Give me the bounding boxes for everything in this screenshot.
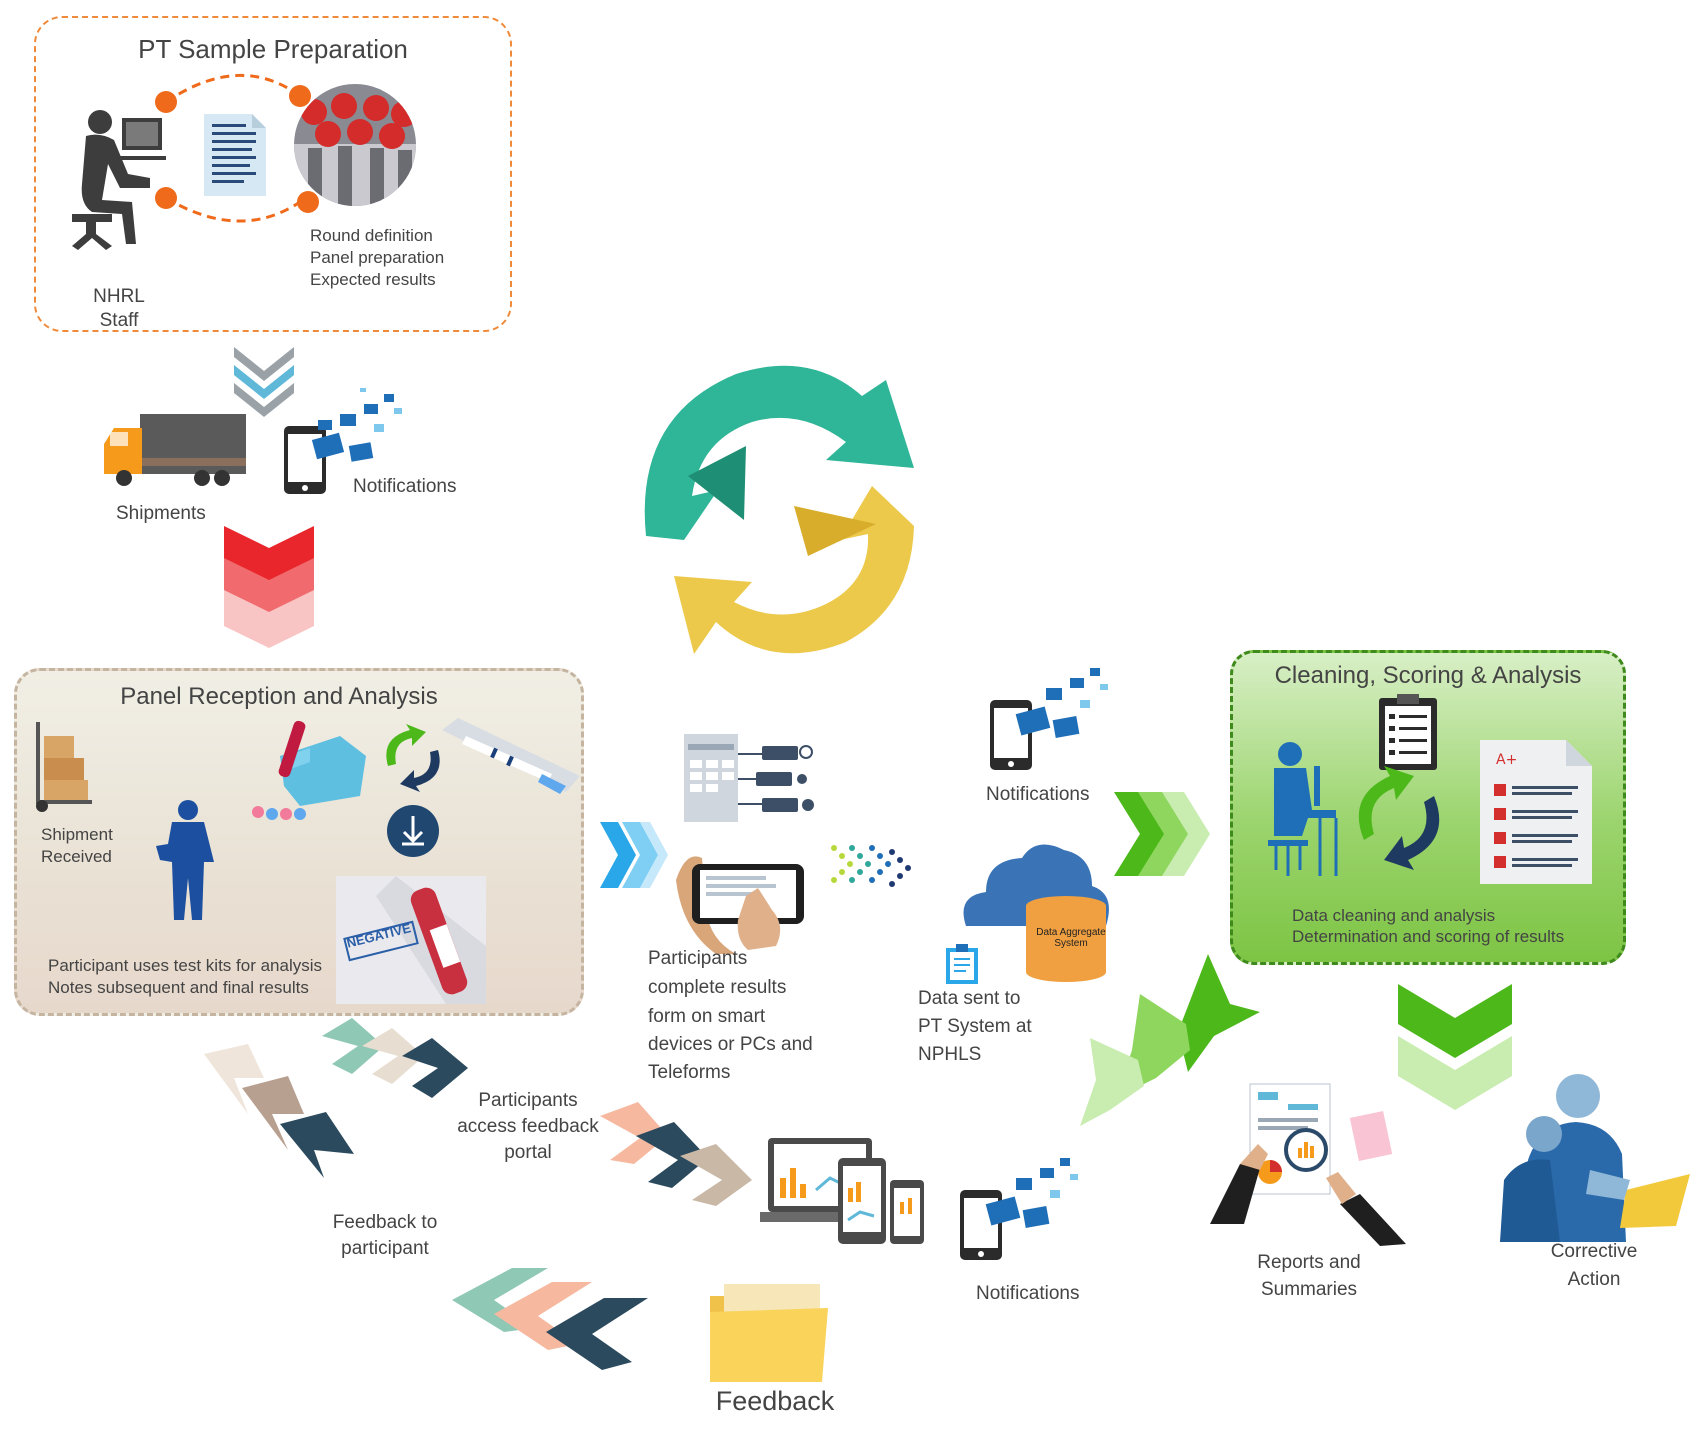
participants-complete-1: Participants xyxy=(648,948,748,969)
shipment-received-label-1: Shipment xyxy=(41,825,113,844)
chevron-down-red-icon xyxy=(224,526,314,648)
document-icon xyxy=(204,114,266,196)
participant-uses-label: Participant uses test kits for analysis xyxy=(48,956,323,975)
chevron-right-green-icon xyxy=(1114,792,1210,876)
participants-complete-4: devices or PCs and xyxy=(648,1034,813,1055)
phone-notifications-icon-3 xyxy=(960,1158,1078,1260)
data-sent-1: Data sent to xyxy=(918,988,1021,1009)
phone-notifications-icon xyxy=(284,388,402,494)
chevron-right-blue-icon xyxy=(600,822,668,888)
blood-tubes-icon xyxy=(294,84,416,206)
data-sent-3: NPHLS xyxy=(918,1044,982,1065)
cloud-database-icon xyxy=(963,844,1109,982)
recycle-icon xyxy=(1358,766,1440,870)
data-sent-2: PT System at xyxy=(918,1016,1032,1037)
shipments-label: Shipments xyxy=(116,503,206,524)
checklist-clipboard-icon xyxy=(1379,694,1437,770)
participants-complete-5: Teleforms xyxy=(648,1062,731,1083)
hand-truck-boxes-icon xyxy=(36,722,92,812)
cleaning-title: Cleaning, Scoring & Analysis xyxy=(1274,662,1582,689)
dotted-arrows-icon xyxy=(831,845,911,887)
lab-technician-icon xyxy=(156,800,214,920)
feedback-folder-label: Feedback xyxy=(715,1386,835,1416)
chevron-down-green-icon xyxy=(1398,984,1512,1110)
prep-cycle-dashes xyxy=(155,73,319,223)
download-icon xyxy=(387,805,439,857)
analyst-at-desk-icon xyxy=(1268,742,1338,876)
svg-text:A+: A+ xyxy=(1496,752,1517,768)
devices-icon xyxy=(760,1138,924,1244)
cleaning-line-2: Determination and scoring of results xyxy=(1292,927,1565,946)
test-strip-icon xyxy=(442,718,580,794)
access-feedback-3: portal xyxy=(504,1142,552,1163)
access-feedback-2: access feedback xyxy=(457,1116,599,1137)
cycle-arrows-icon xyxy=(644,365,914,654)
db-label-2: System xyxy=(1054,938,1088,949)
prep-title: PT Sample Preparation xyxy=(138,34,408,64)
corrective-label-1: Corrective xyxy=(1550,1241,1638,1262)
folder-icon xyxy=(710,1284,828,1382)
db-label-1: Data Aggregate xyxy=(1036,927,1106,938)
chevron-down-left-green-icon xyxy=(1080,954,1260,1126)
hand-tablet-icon xyxy=(676,856,804,954)
notifications-label-2: Notifications xyxy=(986,784,1090,805)
chevron-right-feedback-icon-1 xyxy=(322,1018,468,1098)
chevron-up-left-feedback-icon xyxy=(204,1044,354,1178)
reports-magnifier-icon xyxy=(1210,1083,1406,1246)
participants-complete-3: form on smart xyxy=(648,1006,766,1027)
phone-notifications-icon-2 xyxy=(990,668,1108,770)
prep-panel xyxy=(34,16,512,332)
shipment-received-label-2: Received xyxy=(41,847,112,866)
panel-preparation-label: Panel preparation xyxy=(310,248,445,267)
chevron-left-feedback-icon xyxy=(452,1268,648,1370)
chevron-right-feedback-icon-2 xyxy=(600,1102,752,1206)
truck-icon xyxy=(104,414,246,486)
staff-label-2: Staff xyxy=(99,310,139,331)
corrective-action-icon xyxy=(1500,1074,1690,1242)
expected-results-label: Expected results xyxy=(310,270,436,289)
reception-title: Panel Reception and Analysis xyxy=(120,683,438,710)
participant-notes-label: Notes subsequent and final results xyxy=(48,978,309,997)
negative-result-icon xyxy=(336,876,486,1004)
chevron-down-grey-icon xyxy=(234,347,294,417)
gloved-hand-tube-icon xyxy=(252,720,366,820)
cleaning-line-1: Data cleaning and analysis xyxy=(1292,906,1496,925)
access-feedback-1: Participants xyxy=(478,1090,578,1111)
notifications-label-1: Notifications xyxy=(353,476,457,497)
reports-label-2: Summaries xyxy=(1260,1279,1358,1300)
participants-complete-2: complete results xyxy=(648,977,787,998)
report-checklist-icon: A+ xyxy=(1480,740,1592,884)
feedback-to-2: participant xyxy=(341,1238,429,1259)
feedback-to-1: Feedback to xyxy=(332,1212,438,1233)
corrective-label-2: Action xyxy=(1567,1269,1621,1290)
form-list-icon xyxy=(684,734,814,822)
clipboard-icon xyxy=(946,944,978,984)
staff-label-1: NHRL xyxy=(93,286,145,307)
reports-label-1: Reports and xyxy=(1257,1252,1361,1273)
round-definition-label: Round definition xyxy=(310,226,433,245)
notifications-label-3: Notifications xyxy=(976,1283,1080,1304)
recycle-small-icon xyxy=(386,724,440,792)
staff-at-computer-icon xyxy=(72,110,166,250)
